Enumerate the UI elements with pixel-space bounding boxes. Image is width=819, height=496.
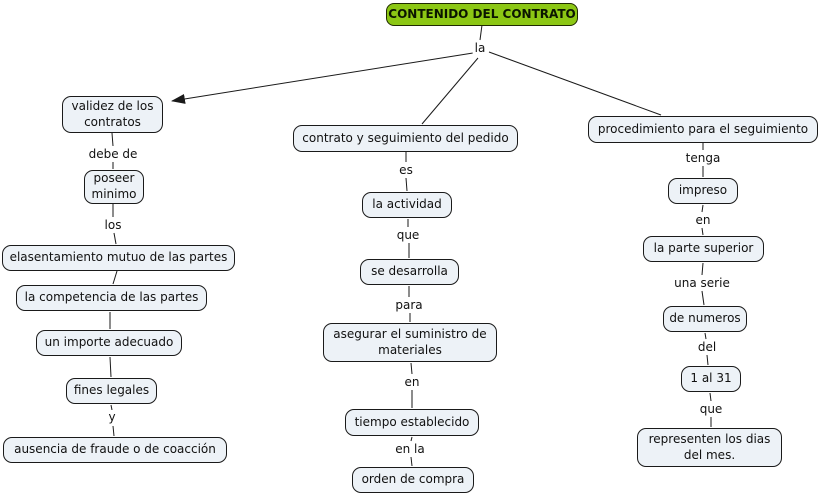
node-representen-los-dias[interactable]: representen los dias del mes.: [637, 428, 782, 467]
node-asegurar-suministro[interactable]: asegurar el suministro de materiales: [323, 323, 497, 362]
link-label-en-la[interactable]: en la: [393, 442, 427, 457]
link-label-del[interactable]: del: [695, 340, 719, 355]
node-importe-adecuado[interactable]: un importe adecuado: [36, 330, 182, 356]
node-la-parte-superior[interactable]: la parte superior: [643, 236, 764, 262]
link-label-en-right[interactable]: en: [693, 213, 713, 228]
link-label-y[interactable]: y: [106, 410, 118, 425]
node-elasentamiento-mutuo[interactable]: elasentamiento mutuo de las partes: [2, 245, 235, 271]
node-de-numeros[interactable]: de numeros: [663, 306, 747, 332]
link-label-la[interactable]: la: [472, 41, 488, 56]
node-la-actividad[interactable]: la actividad: [362, 192, 452, 218]
link-label-para[interactable]: para: [393, 298, 425, 313]
link-label-tenga[interactable]: tenga: [683, 151, 723, 166]
link-label-una-serie[interactable]: una serie: [672, 276, 732, 291]
link-label-debe-de[interactable]: debe de: [86, 147, 140, 162]
link-label-en-middle[interactable]: en: [402, 375, 422, 390]
node-orden-de-compra[interactable]: orden de compra: [352, 467, 474, 493]
node-tiempo-establecido[interactable]: tiempo establecido: [345, 409, 479, 436]
node-competencia-de-las-partes[interactable]: la competencia de las partes: [16, 285, 207, 311]
node-impreso[interactable]: impreso: [668, 178, 738, 204]
link-label-que-right[interactable]: que: [697, 402, 725, 417]
node-contrato-y-seguimiento[interactable]: contrato y seguimiento del pedido: [293, 125, 518, 152]
node-se-desarrolla[interactable]: se desarrolla: [360, 259, 459, 285]
node-contenido-del-contrato[interactable]: CONTENIDO DEL CONTRATO: [386, 3, 578, 26]
link-label-los[interactable]: los: [102, 218, 124, 233]
node-1-al-31[interactable]: 1 al 31: [681, 366, 741, 392]
link-label-es[interactable]: es: [397, 163, 415, 178]
node-poseer-minimo[interactable]: poseer minimo: [84, 170, 144, 204]
node-ausencia-de-fraude[interactable]: ausencia de fraude o de coacción: [3, 437, 227, 463]
link-label-que-middle[interactable]: que: [394, 228, 422, 243]
node-validez-de-los-contratos[interactable]: validez de los contratos: [62, 96, 163, 133]
node-procedimiento-seguimiento[interactable]: procedimiento para el seguimiento: [588, 116, 818, 143]
node-fines-legales[interactable]: fines legales: [66, 378, 157, 404]
